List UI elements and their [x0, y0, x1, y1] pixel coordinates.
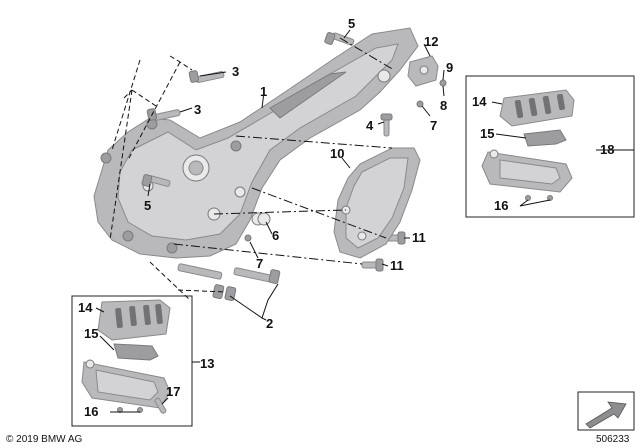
- clip-part-7-lower: [244, 234, 252, 242]
- bracket-part-12: [407, 55, 439, 87]
- diagram-number: 506233: [596, 434, 630, 445]
- insert-part-15-left: [113, 343, 159, 361]
- assembly-lines: [109, 37, 395, 301]
- footpeg-rubber-part-14-left: [97, 299, 171, 341]
- callout-17: 17: [166, 384, 180, 399]
- heel-guard-part-10: [333, 147, 421, 259]
- callout-2: 2: [266, 316, 273, 331]
- callout-7-upper: 7: [430, 118, 437, 133]
- callout-14-right: 14: [472, 94, 487, 109]
- bolt-part-2-lower: [177, 263, 237, 302]
- spring-part-6: [251, 212, 271, 226]
- bolt-part-17: [154, 397, 167, 414]
- callout-8: 8: [440, 98, 447, 113]
- callout-11-lower: 11: [390, 258, 404, 273]
- callout-16-left: 16: [84, 404, 98, 419]
- callout-3-upper: 3: [232, 64, 239, 79]
- footpeg-part-right: [481, 149, 573, 193]
- callout-6: 6: [272, 228, 279, 243]
- bolt-part-5-left: [141, 174, 171, 187]
- callout-18: 18: [600, 142, 614, 157]
- callout-5-left: 5: [144, 198, 151, 213]
- bolt-part-5-top: [324, 31, 355, 46]
- bolt-part-2-upper: [233, 267, 281, 285]
- callout-3-lower: 3: [194, 102, 201, 117]
- callout-15-right: 15: [480, 126, 494, 141]
- screw-part-16-right-b: [547, 195, 553, 201]
- callout-7-lower: 7: [256, 256, 263, 271]
- footpeg-rubber-part-14-right: [499, 89, 575, 127]
- callout-11-upper: 11: [412, 230, 426, 245]
- callout-16-right: 16: [494, 198, 508, 213]
- callout-9: 9: [446, 60, 453, 75]
- screw-part-16-right-a: [525, 195, 531, 201]
- bolt-part-3-upper: [188, 70, 225, 83]
- insert-part-15-right: [523, 129, 567, 147]
- footpeg-kit-box-18: [465, 75, 635, 218]
- callout-15-left: 15: [84, 326, 98, 341]
- copyright-text: © 2019 BMW AG: [6, 434, 83, 445]
- bolt-part-4: [380, 113, 393, 137]
- footpeg-part-left: [81, 359, 171, 409]
- washer-part-8: [439, 79, 447, 87]
- bolt-part-11-lower: [361, 258, 384, 272]
- footpeg-kit-box-13: [71, 295, 193, 427]
- callout-4: 4: [366, 118, 374, 133]
- callout-12: 12: [424, 34, 438, 49]
- callout-5-top: 5: [348, 16, 355, 31]
- clip-part-7-upper: [416, 100, 424, 108]
- callout-10: 10: [330, 146, 344, 161]
- orientation-arrow-icon: [577, 391, 635, 431]
- callout-13: 13: [200, 356, 214, 371]
- callout-1: 1: [260, 84, 267, 99]
- leader-lines: [95, 29, 634, 413]
- callout-14-left: 14: [78, 300, 93, 315]
